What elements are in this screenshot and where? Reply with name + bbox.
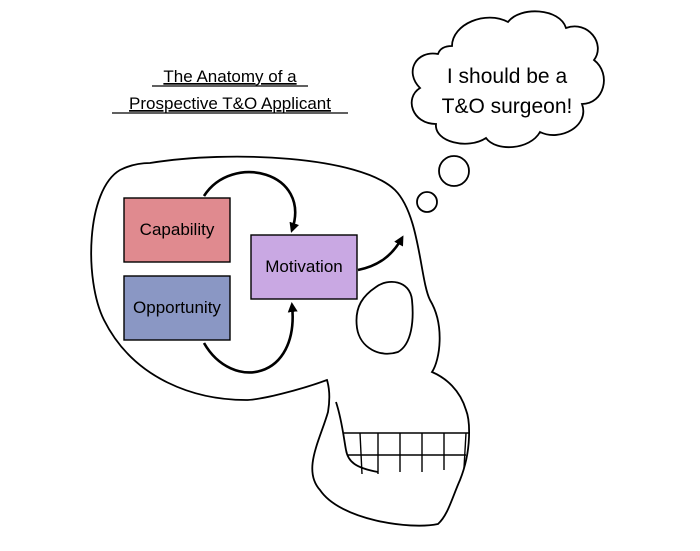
title-line-2: Prospective T&O Applicant <box>129 94 331 113</box>
teeth-grid <box>344 432 470 475</box>
title-line-1: The Anatomy of a <box>163 67 297 86</box>
thought-text-line-1: I should be a <box>447 65 568 88</box>
capability-label: Capability <box>140 220 215 239</box>
capability-box <box>123 197 231 263</box>
eye-socket <box>355 280 414 355</box>
jaw-line <box>335 401 379 473</box>
thought-bubble-small <box>416 191 438 213</box>
opportunity-label: Opportunity <box>133 298 221 317</box>
skull-outline <box>90 155 470 527</box>
arrow-capability-to-motivation <box>202 170 300 233</box>
arrow-motivation-out <box>357 235 404 272</box>
thought-cloud <box>410 10 605 149</box>
thought-text-line-2: T&O surgeon! <box>442 95 573 118</box>
opportunity-box <box>123 275 231 341</box>
arrow-opportunity-to-motivation <box>202 302 298 374</box>
motivation-label: Motivation <box>265 257 342 276</box>
thought-bubble-large <box>438 155 470 187</box>
motivation-box <box>250 234 358 300</box>
